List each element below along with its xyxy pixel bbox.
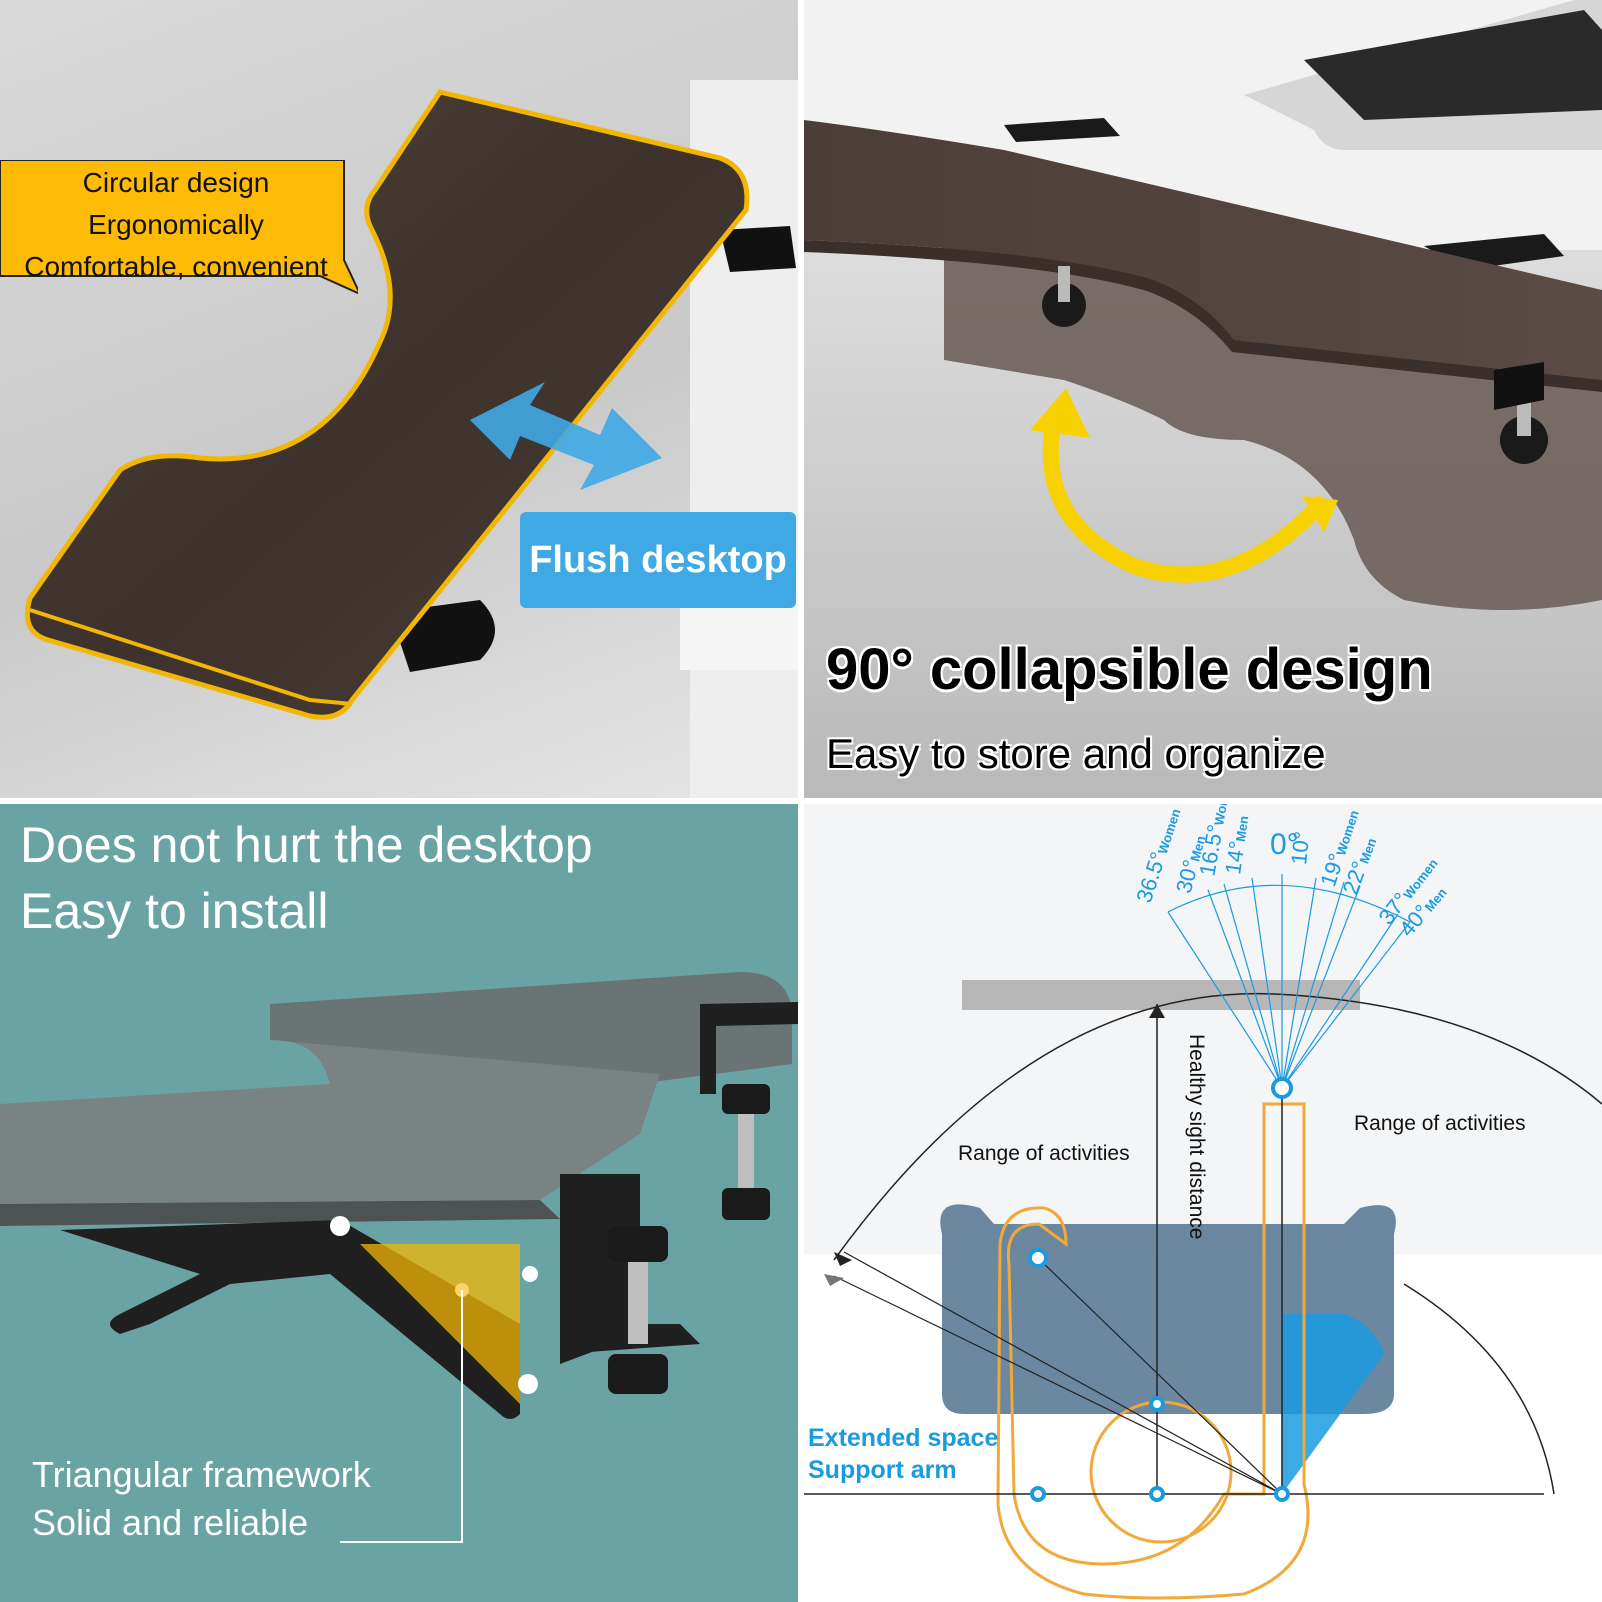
ergonomic-range-diagram [804,874,1602,1602]
angle-label: 10° [1286,830,1315,866]
panel-collapsible-design: 90° collapsible design Easy to store and… [804,0,1602,798]
collapsible-title: 90° collapsible design [826,637,1433,702]
flush-desktop-badge: Flush desktop [520,512,796,608]
healthy-sight-distance-label: Healthy sight distance [1185,1034,1208,1240]
callout-text: Circular design Ergonomically Comfortabl… [0,162,352,288]
collapsible-subtitle: Easy to store and organize [826,730,1326,777]
callout-bubble [0,160,358,294]
framework-caption-2: Solid and reliable [32,1502,309,1543]
armrest-top-view-illustration [24,80,798,798]
range-of-activities-left: Range of activities [958,1142,1130,1165]
range-of-activities-right: Range of activities [1354,1112,1526,1135]
callout-line: Circular design [82,167,270,198]
angle-label: 0° [1270,828,1299,861]
panel-circular-design: Circular design Ergonomically Comfortabl… [0,0,798,798]
extended-space-label: Extended space Support arm [808,1422,998,1486]
extended-space-line: Extended space [808,1424,999,1452]
install-headline-2: Easy to install [20,883,329,939]
support-arm-line: Support arm [808,1456,957,1484]
framework-caption-1: Triangular framework [32,1454,371,1495]
panel-ergonomic-diagram: Range of activities Range of activities … [804,804,1602,1602]
install-headline-1: Does not hurt the desktop [20,817,593,873]
clamp-bracket-illustration [0,972,798,1543]
callout-line: Ergonomically [88,209,264,240]
armrest-folding-illustration [804,0,1602,610]
panel-install: Does not hurt the desktop Easy to instal… [0,804,798,1602]
callout-line: Comfortable, convenient [24,251,328,282]
